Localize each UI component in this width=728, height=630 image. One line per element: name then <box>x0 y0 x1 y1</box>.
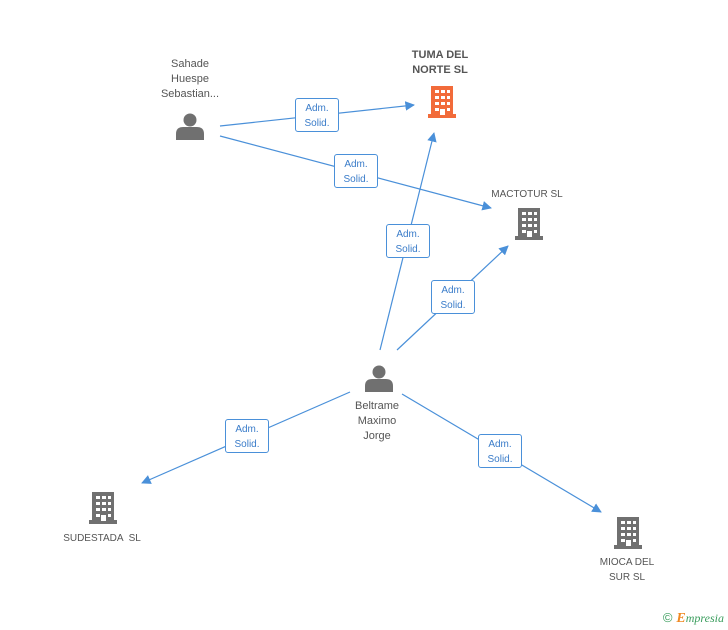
edge-label-beltrame-mioca[interactable]: Adm. Solid. <box>478 434 522 468</box>
node-label-line: Sebastian... <box>160 88 220 100</box>
node-label-line: SUDESTADA SL <box>63 533 141 544</box>
person-icon-beltrame[interactable] <box>365 365 393 393</box>
node-label-sudestada[interactable]: SUDESTADA SL <box>45 531 159 546</box>
edge-label-beltrame-sudestada[interactable]: Adm. Solid. <box>225 419 269 453</box>
building-icon-sudestada[interactable] <box>89 492 117 524</box>
node-label-line: MACTOTUR SL <box>491 189 563 200</box>
edge-label-beltrame-tuma[interactable]: Adm. Solid. <box>386 224 430 258</box>
person-icon-sahade[interactable] <box>176 113 204 141</box>
building-icon-mactotur[interactable] <box>515 208 543 240</box>
copyright-symbol: © <box>662 610 673 625</box>
edge-label-role: Adm. <box>441 285 465 296</box>
node-label-line: SUR SL <box>608 572 646 583</box>
node-label-beltrame[interactable]: Beltrame Maximo Jorge <box>327 399 427 444</box>
edge-label-sahade-tuma[interactable]: Adm. Solid. <box>295 98 339 132</box>
node-label-line: Sahade <box>171 58 209 70</box>
edge-label-role: Solid. <box>395 244 421 255</box>
edge-label-sahade-mactotur[interactable]: Adm. Solid. <box>334 154 378 188</box>
edge-label-role: Adm. <box>488 439 512 450</box>
node-label-mioca[interactable]: MIOCA DEL SUR SL <box>580 555 674 585</box>
edge-label-role: Adm. <box>344 159 368 170</box>
node-label-line: NORTE SL <box>412 64 468 76</box>
edge-label-role: Adm. <box>396 229 420 240</box>
edge-label-role: Adm. <box>305 103 329 114</box>
node-label-sahade[interactable]: Sahade Huespe Sebastian... <box>140 57 240 102</box>
edge-label-role: Solid. <box>343 174 369 185</box>
node-label-line: TUMA DEL <box>411 49 469 61</box>
node-label-line: Maximo <box>357 415 397 427</box>
node-label-mactotur[interactable]: MACTOTUR SL <box>470 187 584 202</box>
node-label-tuma[interactable]: TUMA DEL NORTE SL <box>390 48 490 78</box>
node-label-line: Beltrame <box>354 400 400 412</box>
node-label-line: MIOCA DEL <box>599 557 655 568</box>
edge-label-role: Solid. <box>487 454 513 465</box>
edge-label-beltrame-mactotur[interactable]: Adm. Solid. <box>431 280 475 314</box>
building-icon-tuma[interactable] <box>428 86 456 118</box>
node-label-line: Huespe <box>171 73 209 85</box>
brand-footer: ©Empresia <box>663 610 724 627</box>
node-label-line: Jorge <box>363 430 391 442</box>
edge-label-role: Adm. <box>235 424 259 435</box>
brand-name: mpresia <box>685 611 724 625</box>
brand-initial: E <box>676 611 686 626</box>
edge-label-role: Solid. <box>304 118 330 129</box>
edge-label-role: Solid. <box>234 439 260 450</box>
building-icon-mioca[interactable] <box>614 517 642 549</box>
edge-label-role: Solid. <box>440 300 466 311</box>
